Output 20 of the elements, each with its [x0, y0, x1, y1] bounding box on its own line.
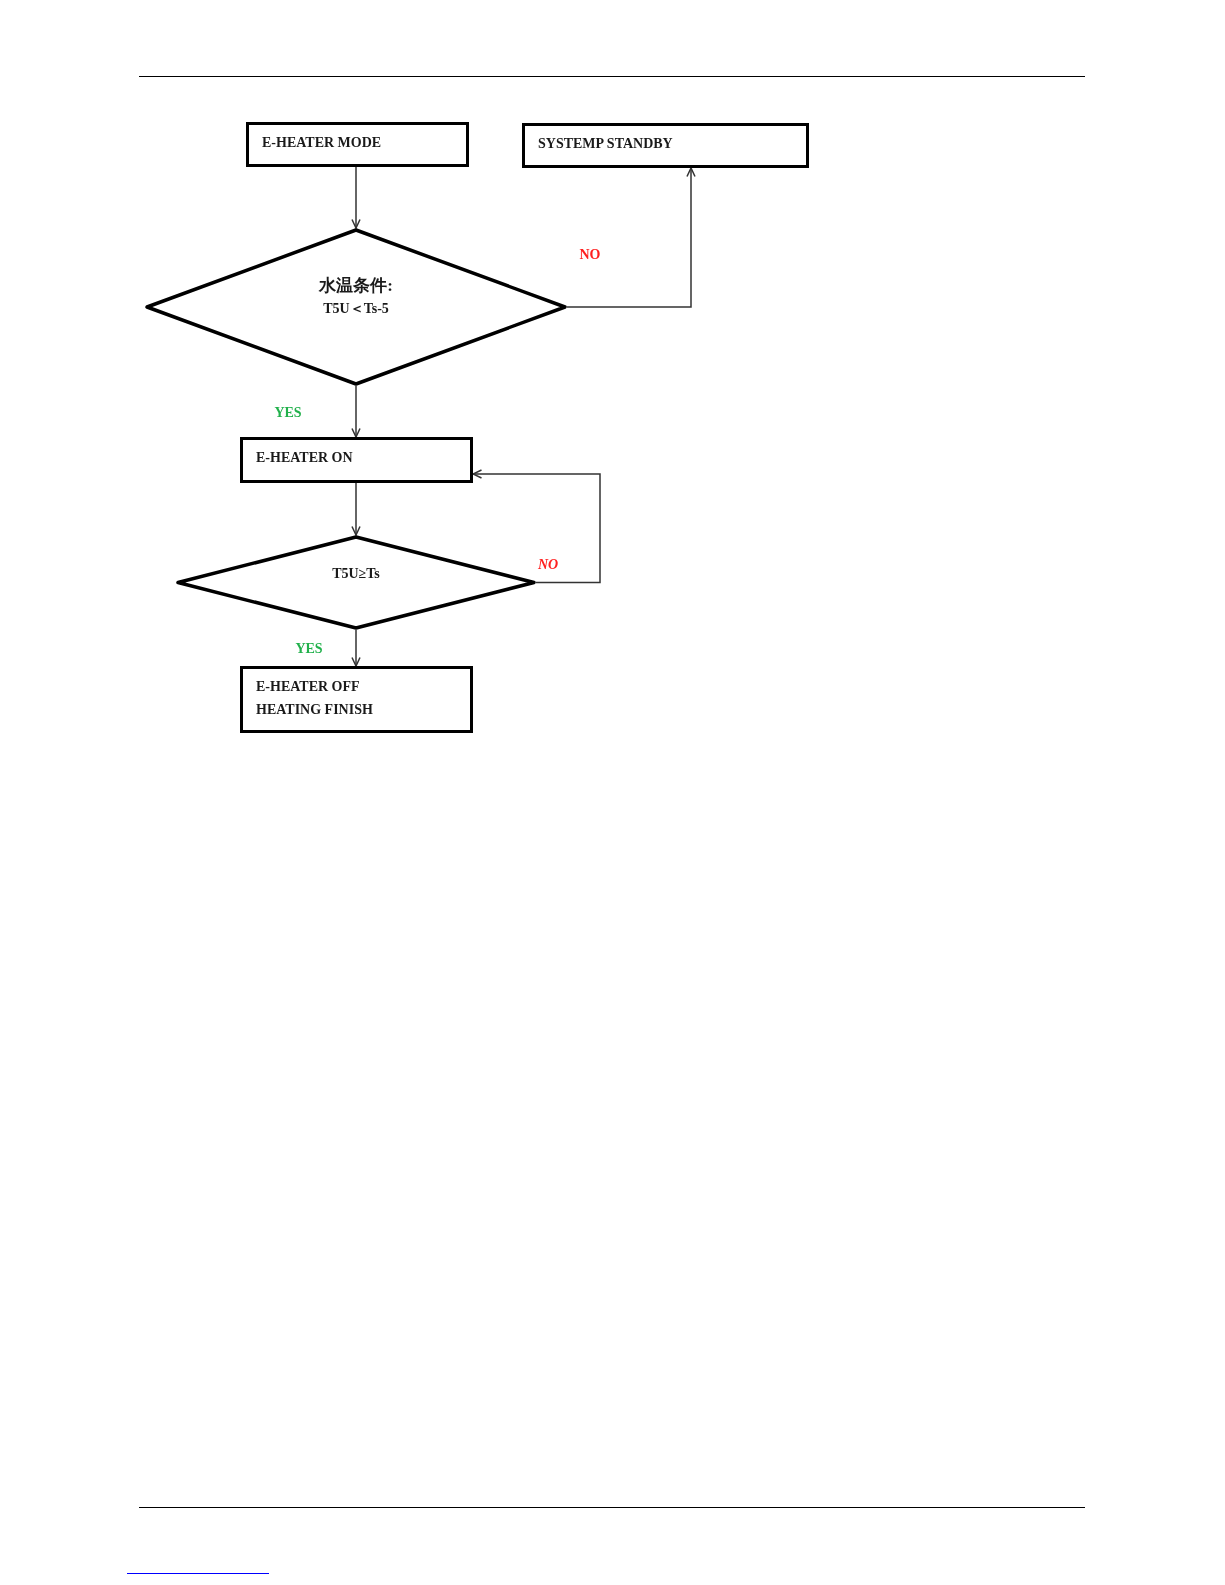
step-text: E-HEATER OFF	[256, 678, 360, 696]
process-box	[522, 123, 809, 168]
step-text: SYSTEMP STANDBY	[538, 135, 673, 153]
decision-diamond	[145, 228, 567, 386]
process-box	[246, 122, 469, 167]
step-text: E-HEATER ON	[256, 449, 353, 467]
process-box	[240, 666, 473, 733]
condition-text: T5U＜Ts-5	[323, 300, 389, 318]
arrow	[566, 167, 696, 308]
arrow	[351, 482, 361, 536]
decision-diamond	[176, 535, 536, 630]
step-text: HEATING FINISH	[256, 701, 373, 719]
arrow	[472, 469, 601, 584]
condition-text: 水温条件:	[319, 275, 393, 297]
process-box	[240, 437, 473, 483]
step-text: E-HEATER MODE	[262, 134, 382, 152]
arrow	[351, 166, 361, 229]
condition-text: T5U≥Ts	[332, 564, 380, 583]
arrow	[351, 629, 361, 667]
arrow	[351, 385, 361, 438]
